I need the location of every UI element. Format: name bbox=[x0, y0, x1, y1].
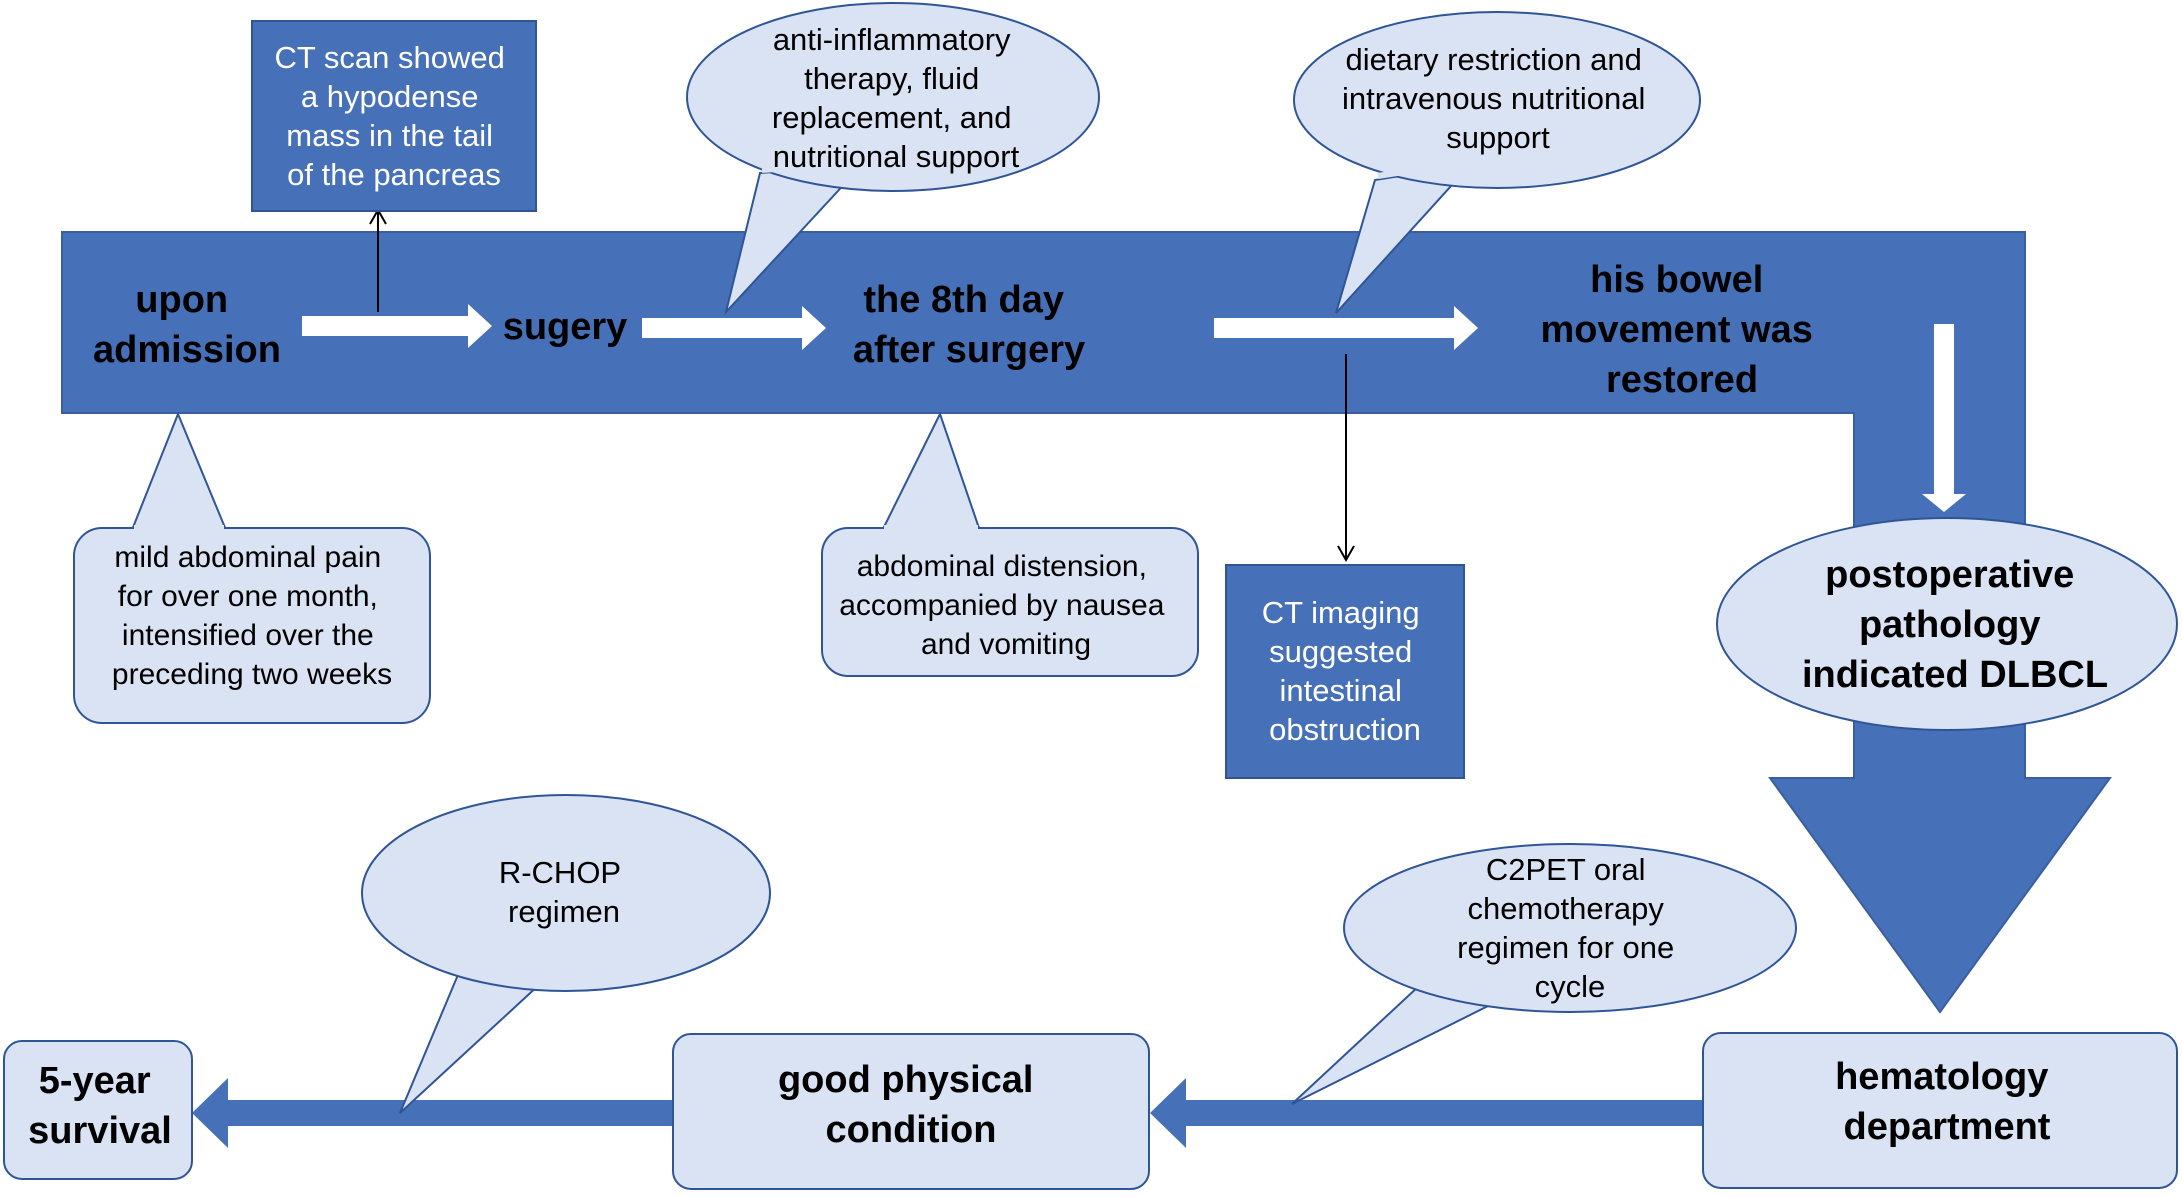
text-line: therapy, fluid bbox=[804, 61, 979, 96]
abdominal-pain-text: mild abdominal pain for over one month, … bbox=[112, 541, 392, 691]
text-line: intensified over the bbox=[122, 619, 374, 652]
text-line: dietary restriction and bbox=[1346, 42, 1642, 77]
white-arrow-bowel-to-pathology bbox=[1922, 324, 1966, 512]
text-line: of the pancreas bbox=[287, 157, 501, 192]
hematology-box bbox=[1702, 1032, 2178, 1189]
good-condition-text: good physical condition bbox=[778, 1059, 1044, 1151]
text-line: replacement, and bbox=[772, 100, 1012, 135]
text-line: C2PET oral bbox=[1486, 852, 1646, 887]
survival-text: 5-year survival bbox=[28, 1060, 172, 1152]
text-line: cycle bbox=[1535, 969, 1606, 1004]
text-line: good physical bbox=[778, 1059, 1033, 1101]
text-line: accompanied by nausea bbox=[839, 589, 1165, 622]
text-line: preceding two weeks bbox=[112, 658, 392, 691]
anti-inflammatory-text: anti-inflammatory therapy, fluid replace… bbox=[772, 22, 1020, 174]
dietary-restriction-text: dietary restriction and intravenous nutr… bbox=[1342, 42, 1654, 155]
text-line: hematology bbox=[1835, 1056, 2048, 1098]
text-line: CT imaging bbox=[1262, 595, 1420, 630]
text-line: suggested bbox=[1269, 634, 1412, 669]
callout-rchop bbox=[361, 794, 771, 1114]
ct-obstruction-box bbox=[1225, 564, 1465, 779]
surgery-label: sugery bbox=[503, 306, 628, 348]
text-line: intravenous nutritional bbox=[1342, 81, 1645, 116]
callout-dietary-restriction bbox=[1293, 11, 1701, 314]
callout-abdominal-distension bbox=[821, 411, 1199, 677]
c2pet-text: C2PET oral chemotherapy regimen for one … bbox=[1457, 852, 1683, 1004]
text-line: survival bbox=[28, 1110, 172, 1152]
text-line: anti-inflammatory bbox=[773, 22, 1011, 57]
text-line: regimen for one bbox=[1457, 930, 1674, 965]
admission-label: upon admission bbox=[93, 279, 281, 371]
text-line: CT scan showed bbox=[275, 40, 505, 75]
text-line: his bowel bbox=[1590, 259, 1763, 301]
arrow-hematology-to-condition bbox=[1150, 1078, 1702, 1148]
white-arrow-admission-to-surgery bbox=[302, 304, 492, 348]
good-condition-box bbox=[672, 1033, 1150, 1190]
abdominal-distension-text: abdominal distension, accompanied by nau… bbox=[839, 550, 1173, 661]
text-line: after surgery bbox=[853, 329, 1085, 371]
day8-label: the 8th day after surgery bbox=[853, 279, 1085, 371]
text-line: for over one month, bbox=[118, 580, 378, 613]
callout-c2pet bbox=[1291, 843, 1797, 1105]
text-line: restored bbox=[1606, 359, 1758, 401]
text-line: sugery bbox=[503, 306, 628, 348]
ct-pancreas-box bbox=[251, 20, 537, 212]
text-line: regimen bbox=[508, 894, 620, 929]
text-line: admission bbox=[93, 329, 281, 371]
pathology-text: postoperative pathology indicated DLBCL bbox=[1802, 554, 2108, 696]
ct-obstruction-text: CT imaging suggested intestinal obstruct… bbox=[1262, 595, 1429, 747]
text-line: indicated DLBCL bbox=[1802, 654, 2108, 696]
text-line: mild abdominal pain bbox=[114, 541, 381, 574]
arrowhead-down bbox=[1337, 545, 1355, 563]
callout-anti-inflammatory bbox=[686, 2, 1100, 316]
text-line: mass in the tail bbox=[286, 118, 493, 153]
callout-abdominal-pain bbox=[73, 411, 431, 724]
text-line: postoperative bbox=[1825, 554, 2074, 596]
text-line: and vomiting bbox=[921, 628, 1091, 661]
text-line: department bbox=[1844, 1106, 2051, 1148]
text-line: movement was bbox=[1540, 309, 1812, 351]
text-line: pathology bbox=[1859, 604, 2041, 646]
white-arrow-day8-to-bowel bbox=[1214, 306, 1478, 350]
main-flow-band bbox=[61, 231, 2112, 1014]
text-line: nutritional support bbox=[773, 139, 1020, 174]
hematology-text: hematology department bbox=[1835, 1056, 2059, 1148]
text-line: intestinal bbox=[1280, 673, 1402, 708]
text-line: support bbox=[1446, 120, 1550, 155]
text-line: condition bbox=[826, 1109, 997, 1151]
text-line: R-CHOP bbox=[499, 855, 621, 890]
text-line: abdominal distension, bbox=[857, 550, 1147, 583]
survival-box bbox=[3, 1040, 193, 1180]
ct-pancreas-text: CT scan showed a hypodense mass in the t… bbox=[275, 40, 514, 192]
text-line: chemotherapy bbox=[1467, 891, 1664, 926]
text-line: 5-year bbox=[39, 1060, 151, 1102]
rchop-text: R-CHOP regimen bbox=[499, 855, 629, 929]
pathology-ellipse bbox=[1716, 517, 2178, 731]
text-line: obstruction bbox=[1269, 712, 1421, 747]
bowel-restored-label: his bowel movement was restored bbox=[1540, 259, 1823, 401]
text-line: a hypodense bbox=[301, 79, 479, 114]
white-arrow-surgery-to-day8 bbox=[642, 306, 826, 350]
arrow-condition-to-survival bbox=[192, 1078, 672, 1148]
text-line: upon bbox=[135, 279, 228, 321]
text-line: the 8th day bbox=[863, 279, 1064, 321]
